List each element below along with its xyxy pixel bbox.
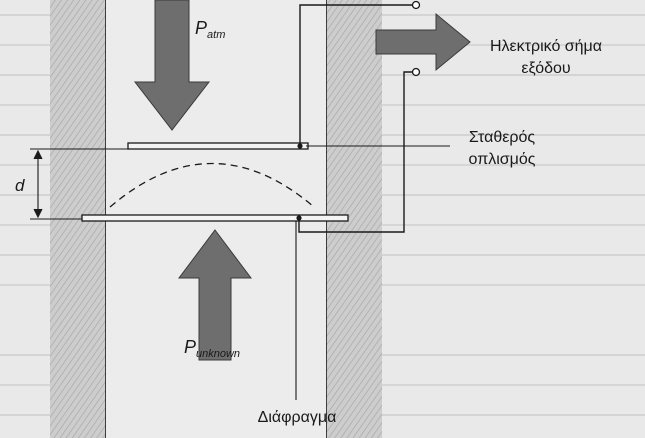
fixed-plate-label-line2: οπλισμός: [469, 151, 536, 168]
fixed-plate: [127, 142, 309, 150]
deflected-diaphragm-curve: [109, 162, 315, 208]
wiring: [298, 4, 414, 233]
output-terminal-top: [411, 0, 421, 10]
gap-dimension: [30, 148, 128, 220]
fixed-plate-label-line1: Σταθερός: [469, 129, 536, 146]
gap-label: d: [15, 176, 25, 195]
p-unknown-label: Punknown: [184, 337, 240, 360]
diaphragm-label: Διάφραγμα: [258, 409, 337, 426]
p-atm-label: Patm: [195, 18, 225, 41]
output-terminal-bottom: [411, 67, 421, 77]
diaphragm: [81, 214, 349, 222]
unknown-pressure-arrow: [178, 229, 252, 361]
output-signal-arrow: [375, 12, 471, 72]
atmospheric-pressure-arrow: [133, 0, 211, 131]
output-signal-label-line1: Ηλεκτρικό σήμα: [490, 38, 602, 55]
output-signal-label-line2: εξόδου: [521, 60, 570, 77]
